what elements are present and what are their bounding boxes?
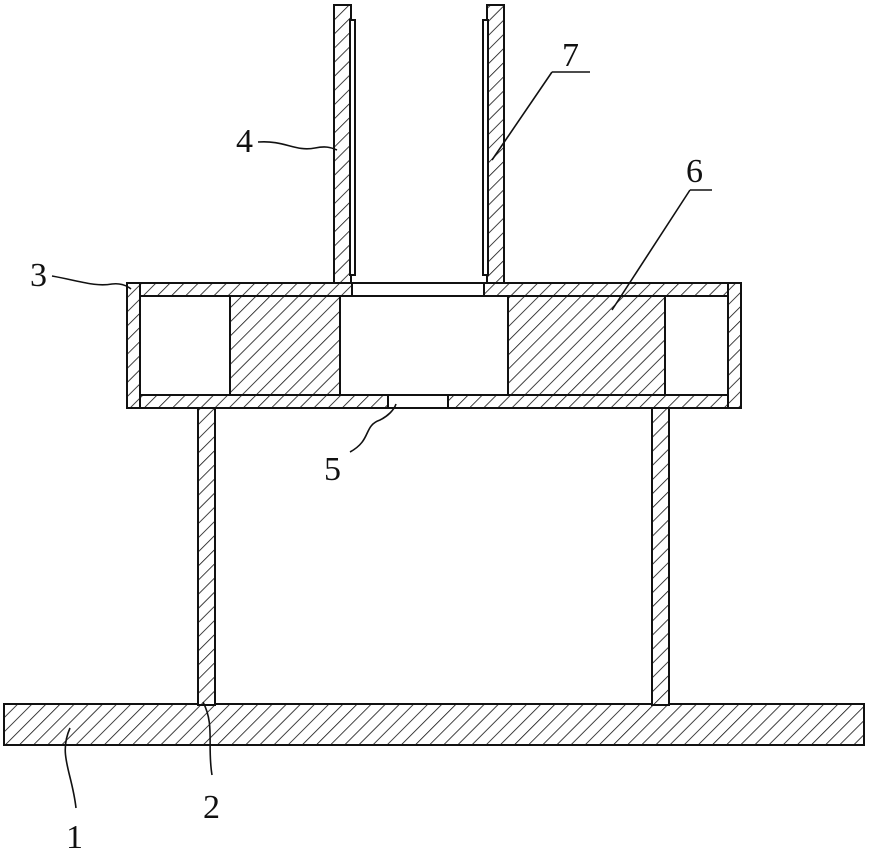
base-plate xyxy=(4,704,864,745)
callout-1: 1 xyxy=(66,819,83,854)
support-leg-left xyxy=(198,404,215,705)
bottom-opening xyxy=(388,396,448,407)
block-left xyxy=(230,296,340,395)
tube-wall-right xyxy=(487,5,504,283)
leader-4 xyxy=(258,142,337,150)
callout-2: 2 xyxy=(203,789,220,826)
callout-5: 5 xyxy=(324,451,341,488)
liner-right xyxy=(483,20,488,275)
tube-wall-left xyxy=(334,5,351,283)
block-right xyxy=(508,296,665,395)
leader-7 xyxy=(492,72,590,160)
liner-left xyxy=(350,20,355,275)
callout-4: 4 xyxy=(236,123,253,160)
callout-7: 7 xyxy=(562,37,579,74)
support-leg-right xyxy=(652,404,669,705)
leader-5 xyxy=(350,404,396,452)
callout-3: 3 xyxy=(30,257,47,294)
leader-3 xyxy=(52,276,131,289)
callout-6: 6 xyxy=(686,153,703,190)
